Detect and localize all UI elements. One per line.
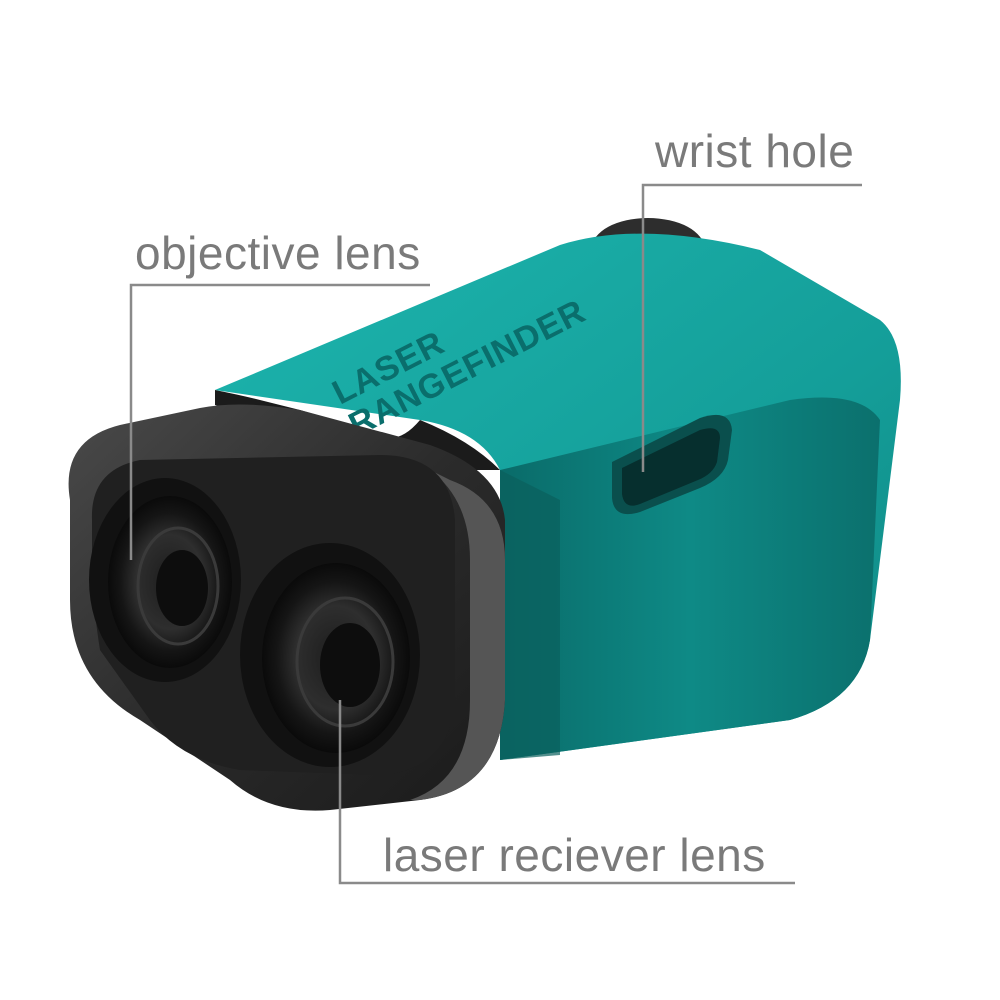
wrist-hole-label: wrist hole	[655, 125, 855, 177]
teal-body	[215, 233, 901, 761]
objective-lens-leader	[129, 283, 430, 560]
wrist-hole	[612, 414, 732, 515]
receiver-lens-leader	[338, 700, 795, 885]
objective-lens	[89, 478, 241, 682]
leader-lines	[129, 183, 862, 885]
laser-receiver-lens-label: laser reciever lens	[383, 829, 766, 881]
laser-receiver-lens	[240, 543, 420, 767]
wrist-hole-leader	[641, 183, 862, 472]
objective-lens-label: objective lens	[135, 227, 421, 279]
